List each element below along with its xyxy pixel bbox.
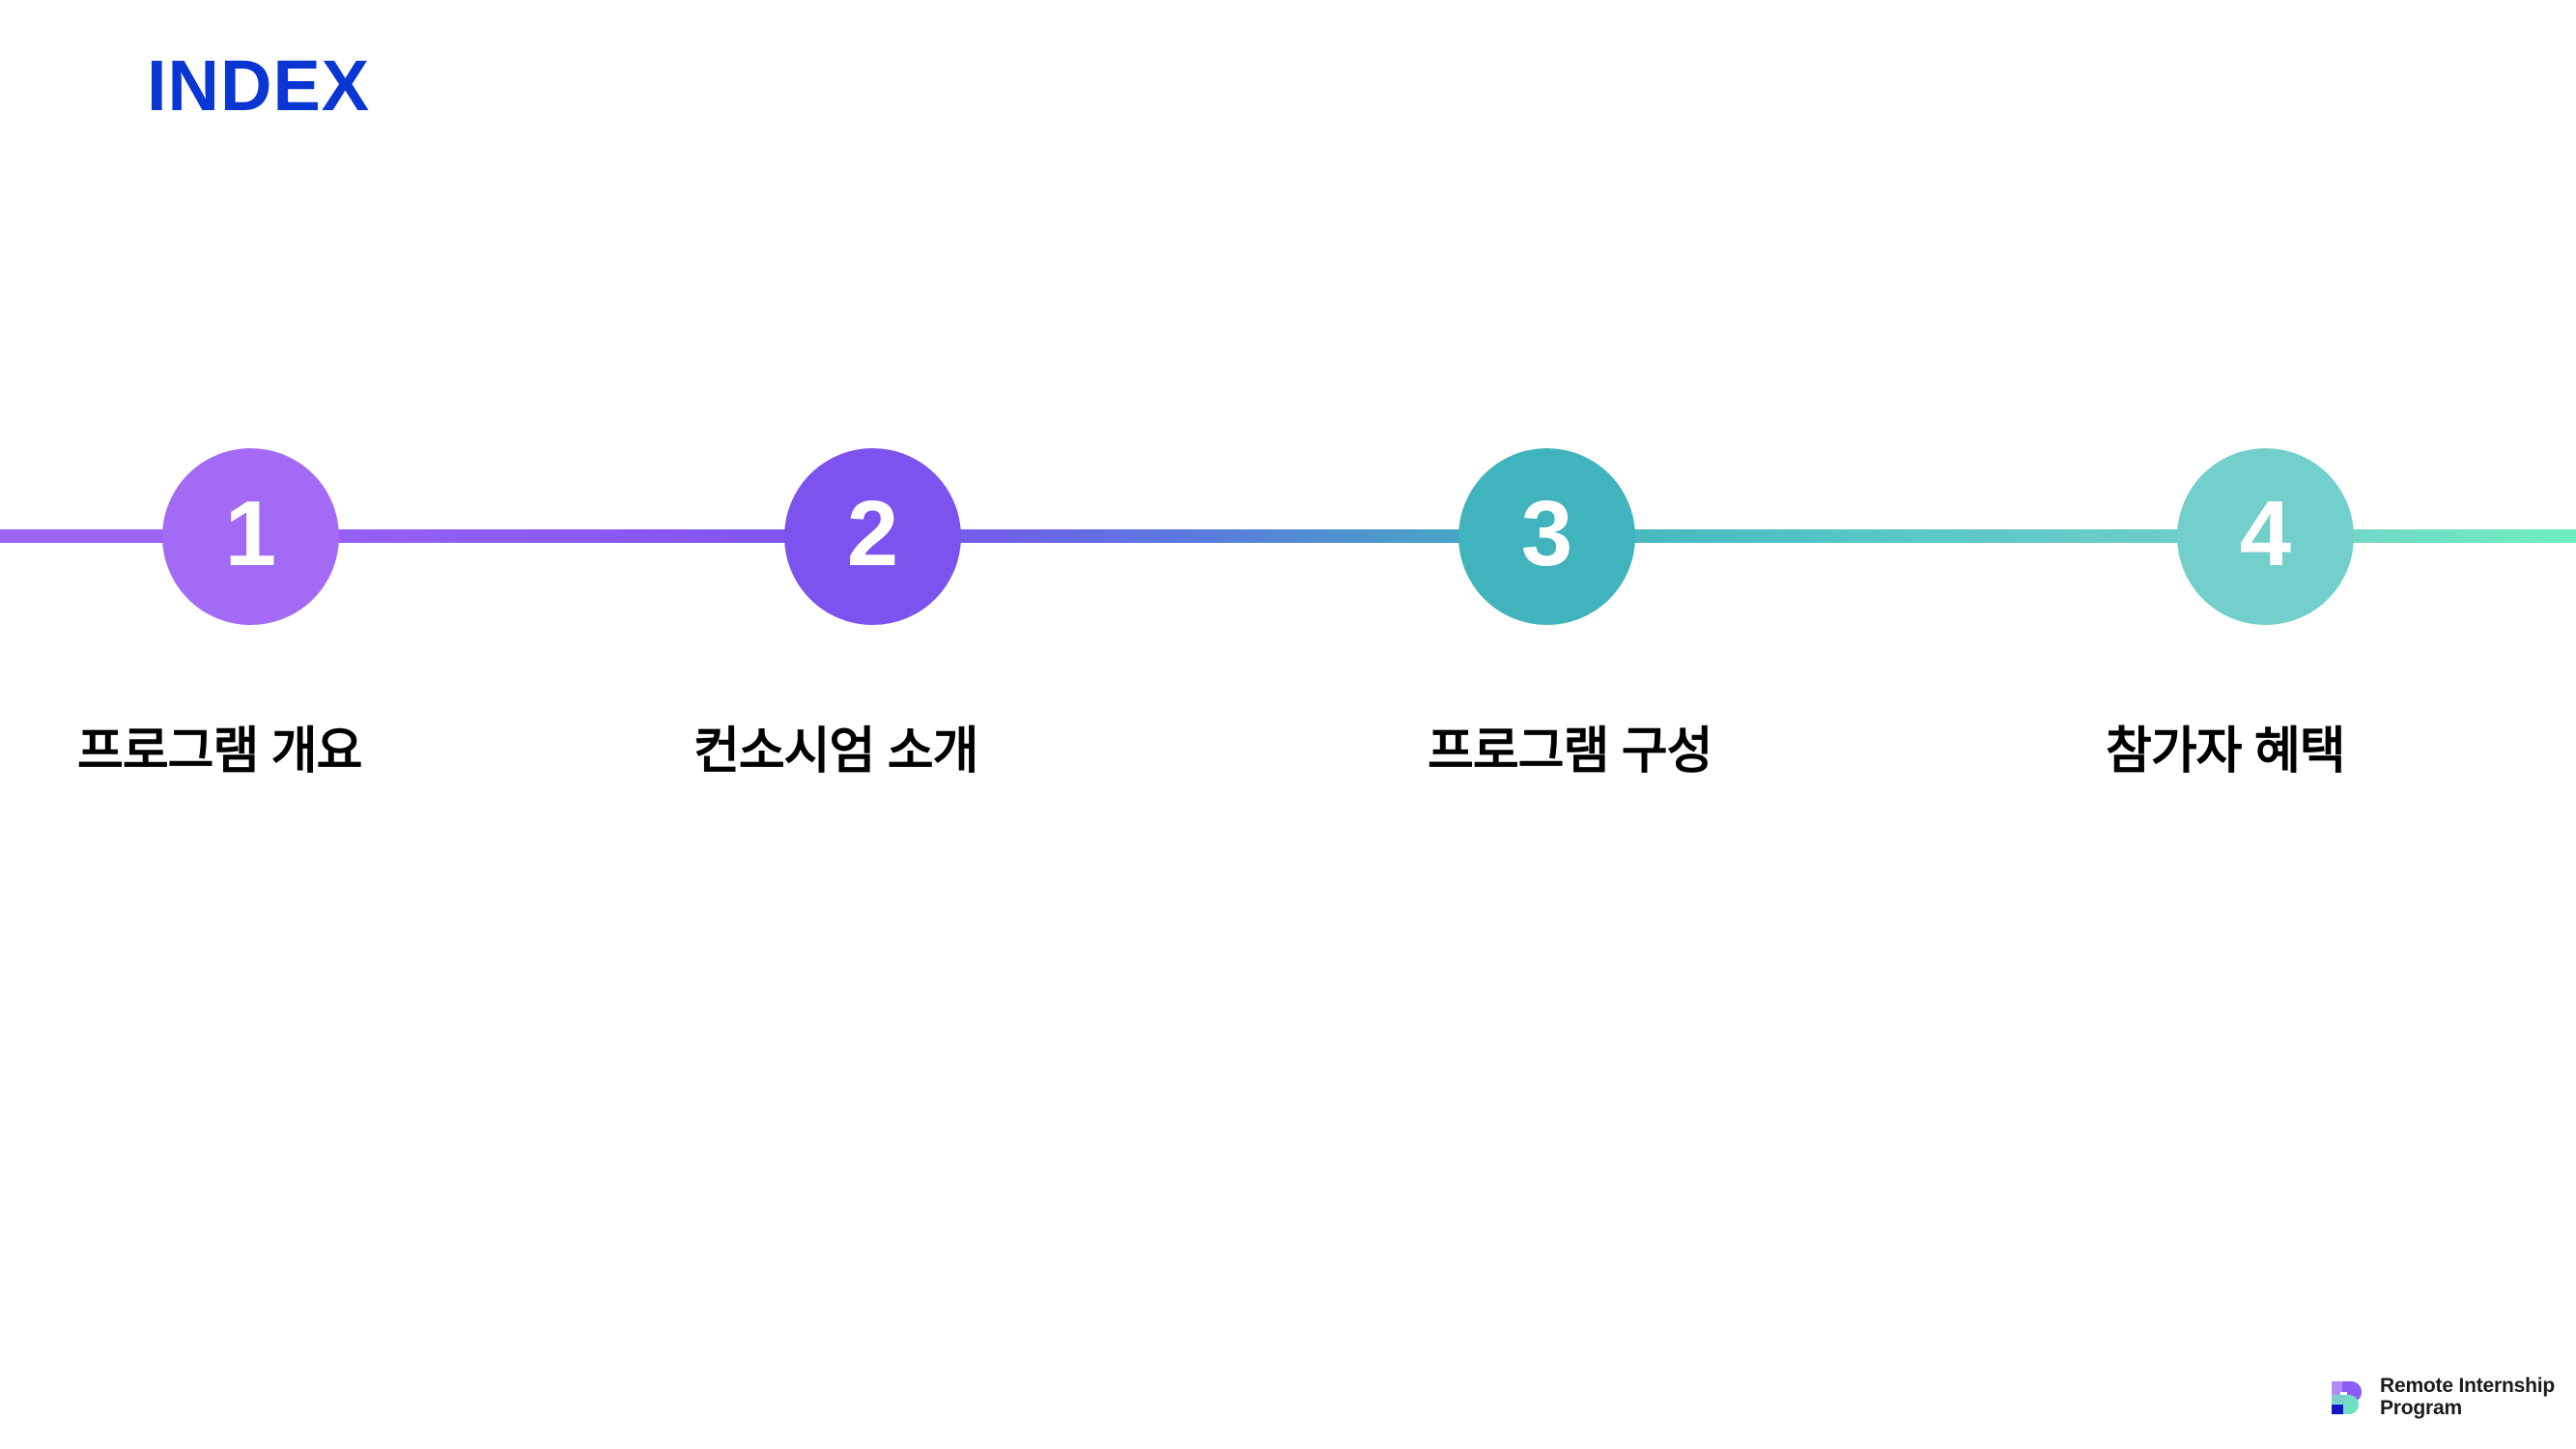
timeline-node-3-number: 3	[1520, 481, 1573, 585]
timeline-node-4-label: 참가자 혜택	[2106, 724, 2346, 780]
timeline-connector-line	[0, 529, 2576, 543]
timeline-node-1[interactable]: 1	[162, 448, 339, 625]
timeline-node-3[interactable]: 3	[1458, 448, 1635, 625]
logo-line-2: Program	[2380, 1397, 2462, 1419]
logo-line-1: Remote Internship	[2380, 1375, 2555, 1398]
timeline-node-4[interactable]: 4	[2177, 448, 2354, 625]
rip-r-logo-icon	[2332, 1381, 2362, 1414]
timeline-node-2-label: 컨소시엄 소개	[694, 724, 978, 780]
logo-wordmark: Remote Internship Program	[2380, 1376, 2555, 1419]
timeline-node-1-number: 1	[224, 481, 277, 585]
timeline-node-4-number: 4	[2239, 481, 2292, 585]
timeline-node-2-number: 2	[846, 481, 899, 585]
timeline-node-3-label: 프로그램 구성	[1428, 724, 1713, 780]
timeline-node-1-label: 프로그램 개요	[77, 724, 362, 780]
timeline-node-2[interactable]: 2	[784, 448, 961, 625]
footer-logo: Remote Internship Program	[2326, 1376, 2555, 1420]
page-title: INDEX	[147, 45, 371, 126]
